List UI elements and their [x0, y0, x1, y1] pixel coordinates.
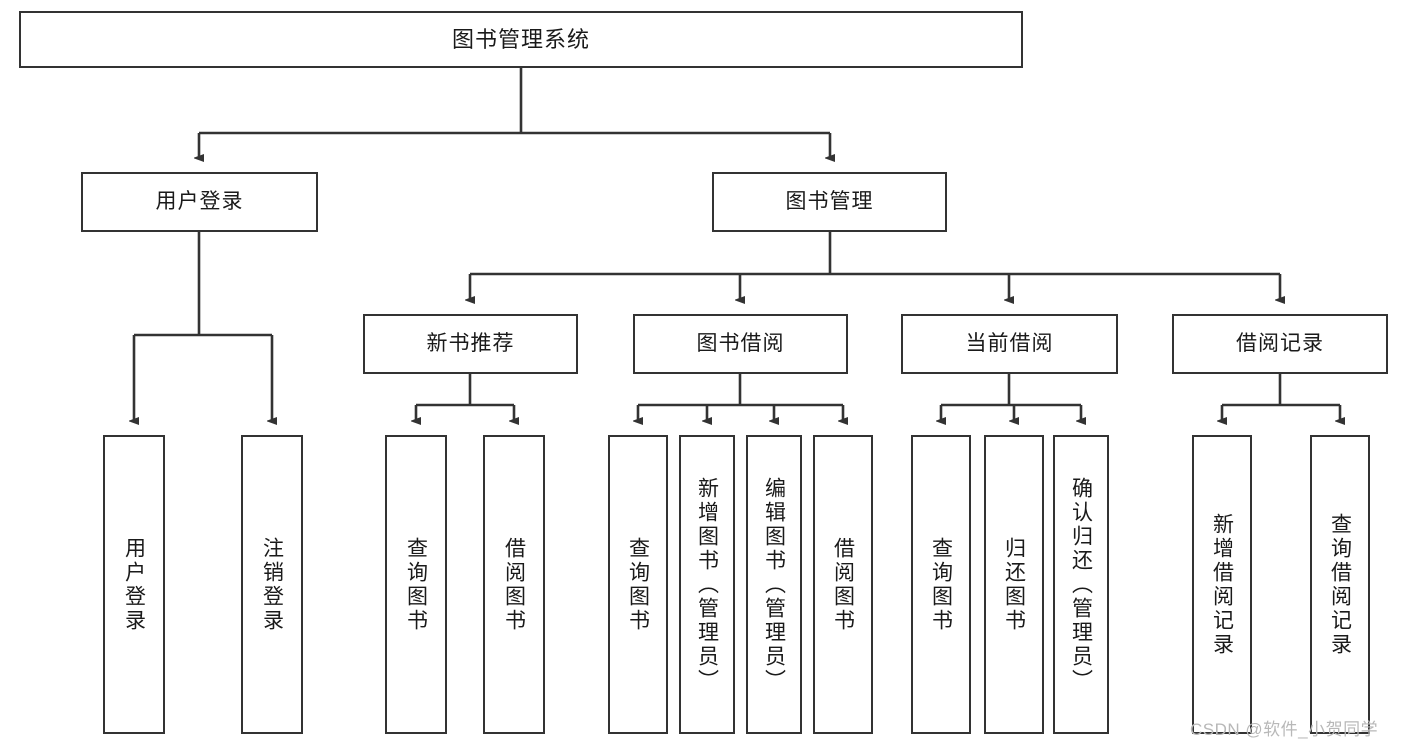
node-new-book-recommend[interactable]: 新书推荐	[363, 314, 578, 374]
edge-bookborrow-to-leaves	[638, 374, 843, 421]
node-borrow-record-label: 借阅记录	[1236, 331, 1324, 355]
edge-currentborrow-to-leaves	[941, 374, 1081, 421]
node-book-borrow[interactable]: 图书借阅	[633, 314, 848, 374]
node-leaf-confirm-return-label: 确认归还（管理员）	[1069, 476, 1093, 693]
node-leaf-logout-label: 注销登录	[260, 536, 284, 633]
node-leaf-add-book-label: 新增图书（管理员）	[695, 476, 719, 693]
node-root[interactable]: 图书管理系统	[19, 11, 1023, 68]
node-leaf-query-book-2[interactable]: 查询图书	[608, 435, 668, 734]
edge-borrowrecord-to-leaves	[1222, 374, 1340, 421]
node-leaf-borrow-book-1-label: 借阅图书	[502, 536, 526, 633]
node-leaf-query-book-3[interactable]: 查询图书	[911, 435, 971, 734]
node-current-borrow-label: 当前借阅	[965, 331, 1054, 355]
edge-newbook-to-leaves	[416, 374, 514, 421]
node-new-book-recommend-label: 新书推荐	[426, 331, 515, 355]
node-leaf-add-book[interactable]: 新增图书（管理员）	[679, 435, 735, 734]
node-user-login-label: 用户登录	[155, 189, 244, 213]
edge-userlogin-to-leaves	[134, 232, 272, 421]
node-book-manage[interactable]: 图书管理	[712, 172, 947, 232]
node-leaf-query-record-label: 查询借阅记录	[1328, 512, 1352, 657]
node-leaf-query-book-1[interactable]: 查询图书	[385, 435, 447, 734]
node-leaf-user-login-label: 用户登录	[122, 536, 146, 633]
edge-root-to-level1	[199, 68, 830, 158]
node-leaf-borrow-book-2[interactable]: 借阅图书	[813, 435, 873, 734]
node-leaf-user-login[interactable]: 用户登录	[103, 435, 165, 734]
node-leaf-edit-book-label: 编辑图书（管理员）	[762, 476, 786, 693]
node-leaf-logout[interactable]: 注销登录	[241, 435, 303, 734]
node-borrow-record[interactable]: 借阅记录	[1172, 314, 1388, 374]
csdn-watermark: CSDN @软件_小贺同学	[1190, 720, 1379, 739]
node-leaf-query-record[interactable]: 查询借阅记录	[1310, 435, 1370, 734]
node-leaf-query-book-3-label: 查询图书	[929, 536, 953, 633]
node-leaf-query-book-1-label: 查询图书	[404, 536, 428, 633]
edge-bookmanage-to-level2	[470, 232, 1280, 300]
node-book-manage-label: 图书管理	[785, 189, 874, 213]
node-root-label: 图书管理系统	[451, 26, 590, 52]
node-user-login[interactable]: 用户登录	[81, 172, 318, 232]
node-leaf-borrow-book-1[interactable]: 借阅图书	[483, 435, 545, 734]
node-leaf-add-record[interactable]: 新增借阅记录	[1192, 435, 1252, 734]
node-current-borrow[interactable]: 当前借阅	[901, 314, 1118, 374]
node-leaf-add-record-label: 新增借阅记录	[1210, 512, 1234, 657]
node-leaf-edit-book[interactable]: 编辑图书（管理员）	[746, 435, 802, 734]
node-leaf-return-book[interactable]: 归还图书	[984, 435, 1044, 734]
node-book-borrow-label: 图书借阅	[696, 331, 785, 355]
node-leaf-query-book-2-label: 查询图书	[626, 536, 650, 633]
node-leaf-borrow-book-2-label: 借阅图书	[831, 536, 855, 633]
node-leaf-confirm-return[interactable]: 确认归还（管理员）	[1053, 435, 1109, 734]
node-leaf-return-book-label: 归还图书	[1002, 536, 1026, 633]
